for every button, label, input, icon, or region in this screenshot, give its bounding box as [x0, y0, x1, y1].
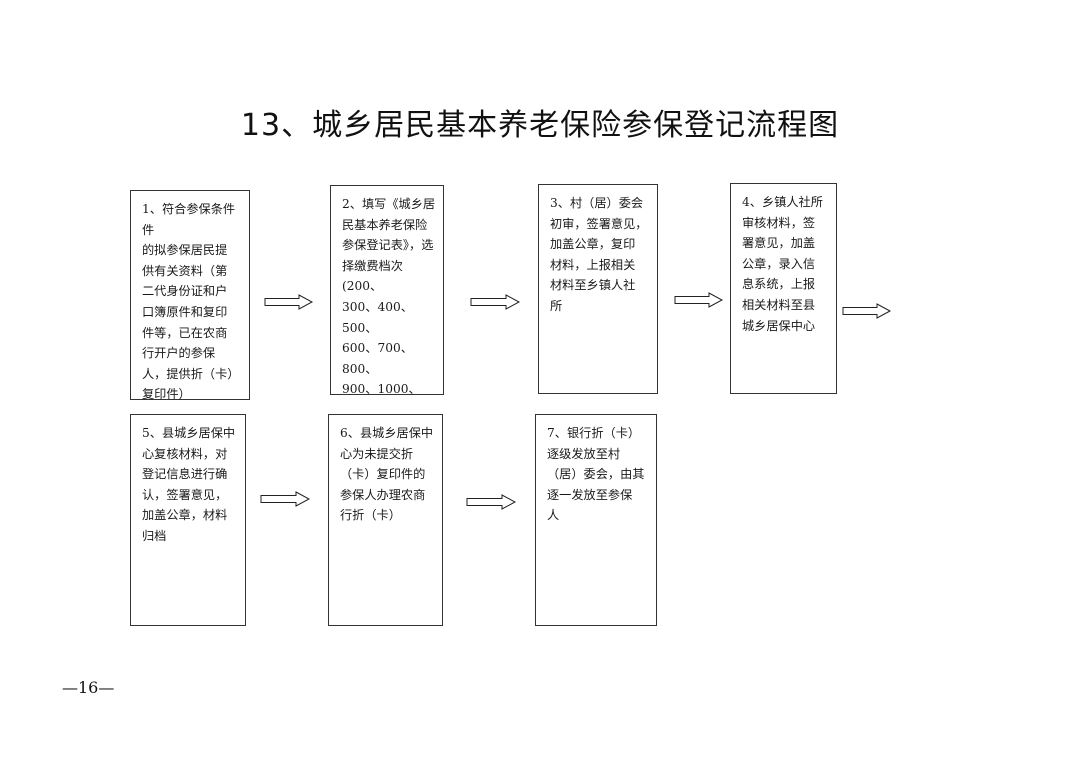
flow-arrow-5-6: [260, 491, 311, 507]
flow-arrow-1-2: [264, 294, 314, 310]
step-2-box: 2、填写《城乡居 民基本养老保险 参保登记表》，选 择缴费档次(200、 300…: [330, 185, 444, 395]
step-7-box: 7、银行折（卡） 逐级发放至村 （居）委会，由其 逐一发放至参保 人: [535, 414, 657, 626]
flow-arrow-2-3: [470, 294, 521, 310]
flow-arrow-4-5: [842, 303, 892, 319]
step-4-box: 4、乡镇人社所 审核材料，签 署意见，加盖 公章，录入信 息系统，上报 相关材料…: [730, 183, 837, 394]
page-number: —16—: [62, 678, 115, 697]
page-title: 13、城乡居民基本养老保险参保登记流程图: [240, 108, 840, 143]
step-3-box: 3、村（居）委会 初审，签署意见， 加盖公章，复印 材料，上报相关 材料至乡镇人…: [538, 184, 658, 394]
flow-arrow-3-4: [674, 292, 724, 308]
flow-arrow-6-7: [466, 494, 517, 510]
step-5-box: 5、县城乡居保中 心复核材料，对 登记信息进行确 认，签署意见， 加盖公章，材料…: [130, 414, 246, 626]
step-6-box: 6、县城乡居保中 心为未提交折 （卡）复印件的 参保人办理农商 行折（卡）: [328, 414, 443, 626]
step-1-box: 1、符合参保条件件 的拟参保居民提 供有关资料（第 二代身份证和户 口簿原件和复…: [130, 190, 250, 400]
